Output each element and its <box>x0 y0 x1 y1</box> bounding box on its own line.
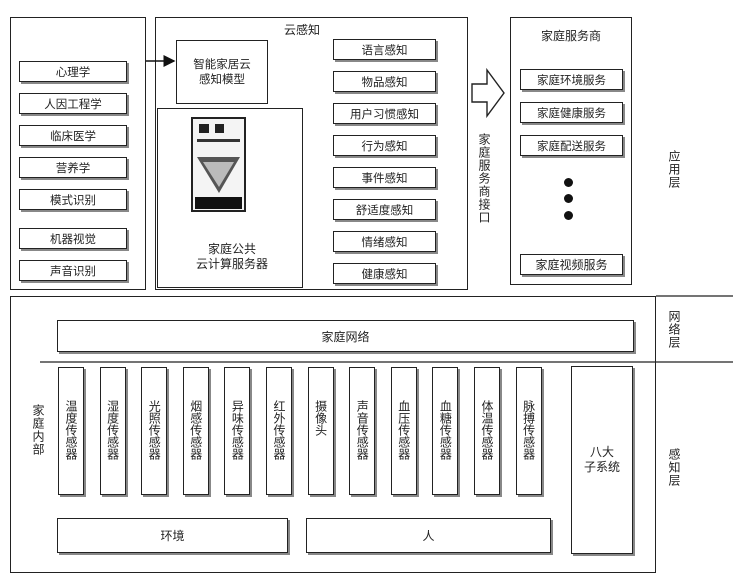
provider-interface-label: 家庭服务商接口 <box>477 133 491 224</box>
perception-item-box: 用户习惯感知 <box>333 103 436 124</box>
person-label: 人 <box>422 529 435 543</box>
perception-item-box: 语言感知 <box>333 39 436 60</box>
cloud-model-label: 智能家居云 感知模型 <box>193 57 251 86</box>
eight-subsystems-label: 八大 子系统 <box>583 445 620 474</box>
sensor-label: 血糖传感器 <box>438 400 453 460</box>
discipline-item-label: 心理学 <box>55 64 91 79</box>
discipline-item-label: 人因工程学 <box>44 96 102 111</box>
discipline-item-box: 机器视觉 <box>19 228 127 249</box>
discipline-item-box: 心理学 <box>19 61 127 82</box>
interface-arrow-icon <box>471 67 505 119</box>
sensor-label: 摄像头 <box>313 400 328 436</box>
home-network-label: 家庭网络 <box>321 329 370 344</box>
discipline-item-box: 模式识别 <box>19 189 127 210</box>
ellipsis-dot <box>564 178 573 187</box>
sensor-box: 红外传感器 <box>266 367 292 495</box>
discipline-item-box: 人因工程学 <box>19 93 127 114</box>
person-box: 人 <box>306 518 551 553</box>
sensor-label: 湿度传感器 <box>105 400 120 460</box>
server-icon <box>191 117 246 212</box>
cloud-model-box: 智能家居云 感知模型 <box>176 40 268 104</box>
perception-item-label: 行为感知 <box>361 138 408 153</box>
perception-item-box: 事件感知 <box>333 167 436 188</box>
provider-service-box: 家庭配送服务 <box>520 135 623 156</box>
discipline-item-label: 临床医学 <box>50 128 96 143</box>
layer-label-application: 应用层 <box>667 150 681 189</box>
sensor-box: 体温传感器 <box>474 367 500 495</box>
provider-service-label: 家庭配送服务 <box>537 138 606 153</box>
environment-label: 环境 <box>160 529 185 543</box>
cloud-server-label: 家庭公共 云计算服务器 <box>195 242 268 271</box>
perception-item-label: 语言感知 <box>361 42 408 57</box>
perception-item-box: 物品感知 <box>333 71 436 92</box>
discipline-item-box: 临床医学 <box>19 125 127 146</box>
perception-item-label: 舒适度感知 <box>355 202 414 217</box>
ellipsis-dot <box>564 211 573 220</box>
discipline-item-label: 营养学 <box>55 160 91 175</box>
provider-service-label: 家庭健康服务 <box>537 105 606 120</box>
sensor-label: 脉搏传感器 <box>521 400 536 460</box>
home-network-box: 家庭网络 <box>57 320 634 352</box>
provider-title: 家庭服务商 <box>540 29 601 43</box>
provider-service-box: 家庭环境服务 <box>520 69 623 90</box>
provider-service-label: 家庭环境服务 <box>537 72 606 87</box>
discipline-item-label: 声音识别 <box>50 263 96 278</box>
environment-box: 环境 <box>57 518 288 553</box>
discipline-item-box: 营养学 <box>19 157 127 178</box>
provider-service-video: 家庭视频服务 <box>520 254 623 275</box>
provider-service-box: 家庭健康服务 <box>520 102 623 123</box>
perception-item-box: 舒适度感知 <box>333 199 436 220</box>
sensor-box: 烟感传感器 <box>182 367 209 495</box>
sensor-box: 摄像头 <box>307 367 334 495</box>
sensor-box: 血糖传感器 <box>432 367 459 495</box>
discipline-item-label: 机器视觉 <box>50 231 96 246</box>
cloud-perception-title: 云感知 <box>284 23 321 37</box>
sensor-box: 脉搏传感器 <box>515 367 542 495</box>
eight-subsystems-box: 八大 子系统 <box>571 366 633 554</box>
discipline-item-label: 模式识别 <box>50 192 96 207</box>
sensor-box: 血压传感器 <box>390 367 417 495</box>
layer-label-perception: 感知层 <box>667 448 681 487</box>
perception-item-box: 行为感知 <box>333 135 436 156</box>
layer-label-network: 网络层 <box>667 310 681 349</box>
perception-item-box: 情绪感知 <box>333 231 436 252</box>
sensor-label: 异味传感器 <box>230 400 245 460</box>
home-interior-label: 家庭内部 <box>31 404 45 456</box>
sensor-box: 温度传感器 <box>58 367 84 495</box>
sensor-box: 湿度传感器 <box>99 367 126 495</box>
sensor-label: 声音传感器 <box>355 400 370 460</box>
perception-item-label: 用户习惯感知 <box>350 106 419 121</box>
sensor-label: 光照传感器 <box>147 400 162 460</box>
sensor-label: 烟感传感器 <box>188 400 203 460</box>
sensor-label: 血压传感器 <box>396 400 411 460</box>
perception-item-label: 事件感知 <box>361 170 408 185</box>
sensor-box: 光照传感器 <box>141 367 168 495</box>
perception-item-box: 健康感知 <box>333 263 436 284</box>
ellipsis-dot <box>564 194 573 203</box>
provider-service-label: 家庭视频服务 <box>535 258 608 272</box>
sensor-label: 温度传感器 <box>64 400 78 460</box>
perception-item-label: 健康感知 <box>361 266 408 281</box>
perception-item-label: 物品感知 <box>361 74 408 89</box>
sensor-label: 体温传感器 <box>480 400 494 460</box>
sensor-label: 红外传感器 <box>272 400 286 460</box>
sensor-box: 声音传感器 <box>349 367 376 495</box>
discipline-item-box: 声音识别 <box>19 260 127 281</box>
sensor-box: 异味传感器 <box>224 367 251 495</box>
perception-item-label: 情绪感知 <box>361 234 408 249</box>
